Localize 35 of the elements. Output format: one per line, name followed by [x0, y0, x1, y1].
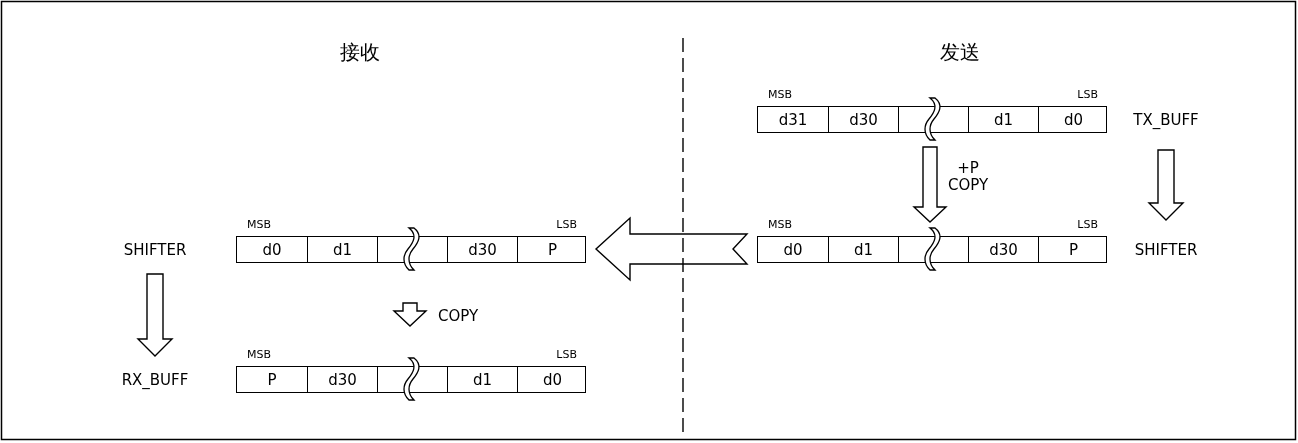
register-cell: d1: [447, 366, 517, 393]
register-cell: d31: [758, 106, 828, 133]
bit-order-label: MSB: [247, 218, 272, 231]
bit-order-label: MSB: [768, 218, 793, 231]
bit-order-label: LSB: [556, 348, 577, 361]
register-cell: P: [1038, 236, 1108, 263]
hollow-arrow: [912, 146, 948, 223]
section-heading: 发送: [939, 40, 981, 64]
register-name: RX_BUFF: [105, 368, 205, 392]
register-name: TX_BUFF: [1116, 108, 1216, 132]
register-cell: d1: [968, 106, 1038, 133]
register-cell: d30: [307, 366, 377, 393]
register-cell: d30: [447, 236, 517, 263]
register-cell: P: [517, 236, 587, 263]
bit-order-label: LSB: [1077, 218, 1098, 231]
register-cell: d0: [1038, 106, 1108, 133]
register-cell: d1: [307, 236, 377, 263]
bit-order-label: LSB: [1077, 88, 1098, 101]
bit-order-label: MSB: [768, 88, 793, 101]
register-cell: d0: [517, 366, 587, 393]
register-cell: d0: [758, 236, 828, 263]
register-name: SHIFTER: [1116, 238, 1216, 262]
register-cell: d0: [237, 236, 307, 263]
hollow-arrow: [594, 216, 749, 282]
hollow-arrow: [136, 273, 174, 357]
register-cell: P: [237, 366, 307, 393]
register-name: SHIFTER: [105, 238, 205, 262]
register-cell: d1: [828, 236, 898, 263]
bit-order-label: MSB: [247, 348, 272, 361]
bit-order-label: LSB: [556, 218, 577, 231]
hollow-arrow: [1147, 149, 1185, 221]
hollow-arrow: [392, 302, 428, 327]
section-heading: 接收: [339, 40, 381, 64]
register-cell: d30: [828, 106, 898, 133]
register-cell: d30: [968, 236, 1038, 263]
